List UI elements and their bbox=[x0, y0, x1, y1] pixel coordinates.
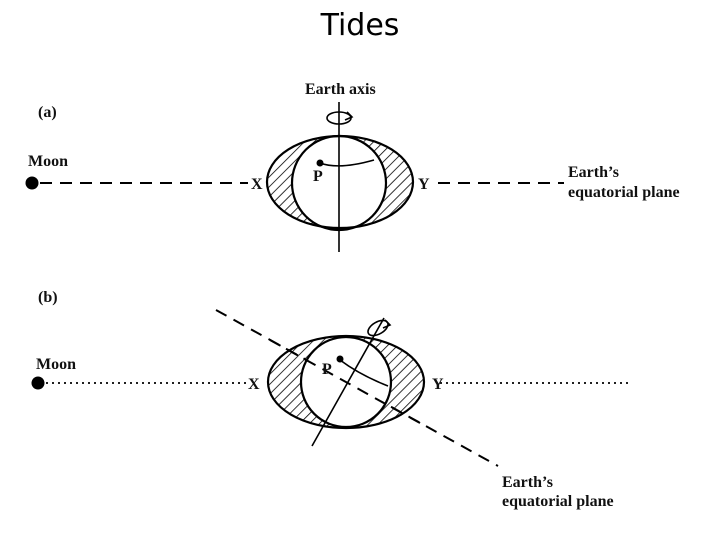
point-y-b-label: Y bbox=[432, 376, 444, 393]
point-p-b-label: P bbox=[322, 361, 332, 378]
panel-b: (b) Moon P X Y Earth bbox=[31, 289, 632, 510]
rotation-arrow-icon-b bbox=[367, 319, 392, 337]
equatorial-plane-a-line1: Earth’s bbox=[568, 164, 619, 181]
panel-a: (a) Earth axis Moon P X Y bbox=[25, 81, 680, 252]
latitude-arc-b bbox=[339, 359, 389, 387]
tidal-bulge-a bbox=[265, 134, 415, 230]
panel-a-label: (a) bbox=[38, 104, 57, 121]
point-y-a-label: Y bbox=[418, 176, 430, 193]
equatorial-plane-a-line2: equatorial plane bbox=[568, 184, 680, 201]
slide-title: Tides bbox=[320, 8, 400, 43]
point-x-b-label: X bbox=[248, 376, 260, 393]
earth-b bbox=[299, 335, 393, 429]
point-p-a-label: P bbox=[313, 168, 323, 185]
point-x-a-label: X bbox=[251, 176, 263, 193]
equatorial-plane-b-line2: equatorial plane bbox=[502, 493, 614, 510]
point-p-a bbox=[316, 159, 324, 167]
moon-a-label: Moon bbox=[28, 153, 68, 170]
moon-b bbox=[31, 376, 45, 390]
equatorial-plane-b-line1: Earth’s bbox=[502, 474, 553, 491]
moon-a bbox=[25, 176, 39, 190]
point-p-b bbox=[336, 355, 344, 363]
earth-axis-label: Earth axis bbox=[305, 81, 376, 98]
panel-b-label: (b) bbox=[38, 289, 58, 306]
earth-axis-b bbox=[311, 317, 385, 447]
moon-b-label: Moon bbox=[36, 356, 76, 373]
